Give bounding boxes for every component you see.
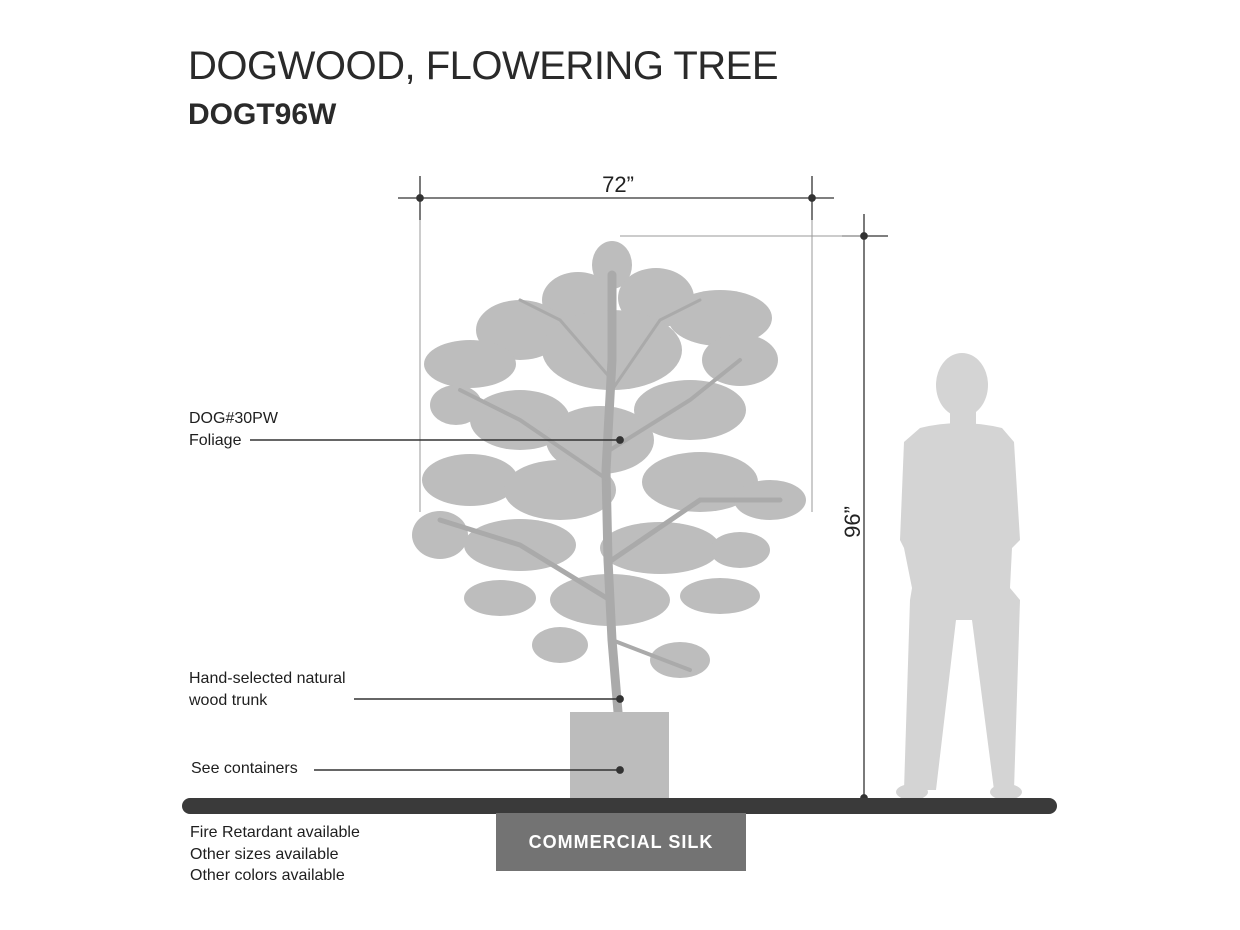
note-sizes: Other sizes available (190, 845, 339, 863)
ground-bar (182, 798, 1057, 814)
commercial-silk-badge: COMMERCIAL SILK (496, 813, 746, 871)
person-silhouette (896, 353, 1022, 800)
foliage-callout-label: DOG#30PW Foliage (189, 408, 278, 452)
foliage-text: Foliage (189, 432, 242, 449)
availability-notes: Fire Retardant available Other sizes ava… (190, 822, 360, 887)
foliage-callout-line (250, 436, 624, 444)
container-callout-label: See containers (191, 760, 298, 777)
tree-trunk (437, 270, 783, 717)
foliage-code: DOG#30PW (189, 410, 278, 427)
width-label: 72” (602, 172, 634, 197)
note-colors: Other colors available (190, 867, 345, 884)
trunk-callout-label: Hand-selected natural wood trunk (189, 668, 346, 712)
product-code: DOGT96W (188, 98, 337, 131)
height-label: 96” (840, 506, 865, 538)
container-callout-line (314, 766, 624, 774)
trunk-text-2: wood trunk (189, 692, 268, 709)
product-title: DOGWOOD, FLOWERING TREE (188, 44, 779, 88)
width-dimension (398, 176, 834, 512)
container (570, 712, 669, 802)
note-fire-retardant: Fire Retardant available (190, 824, 360, 841)
trunk-callout-line (354, 695, 624, 703)
trunk-text-1: Hand-selected natural (189, 670, 346, 687)
